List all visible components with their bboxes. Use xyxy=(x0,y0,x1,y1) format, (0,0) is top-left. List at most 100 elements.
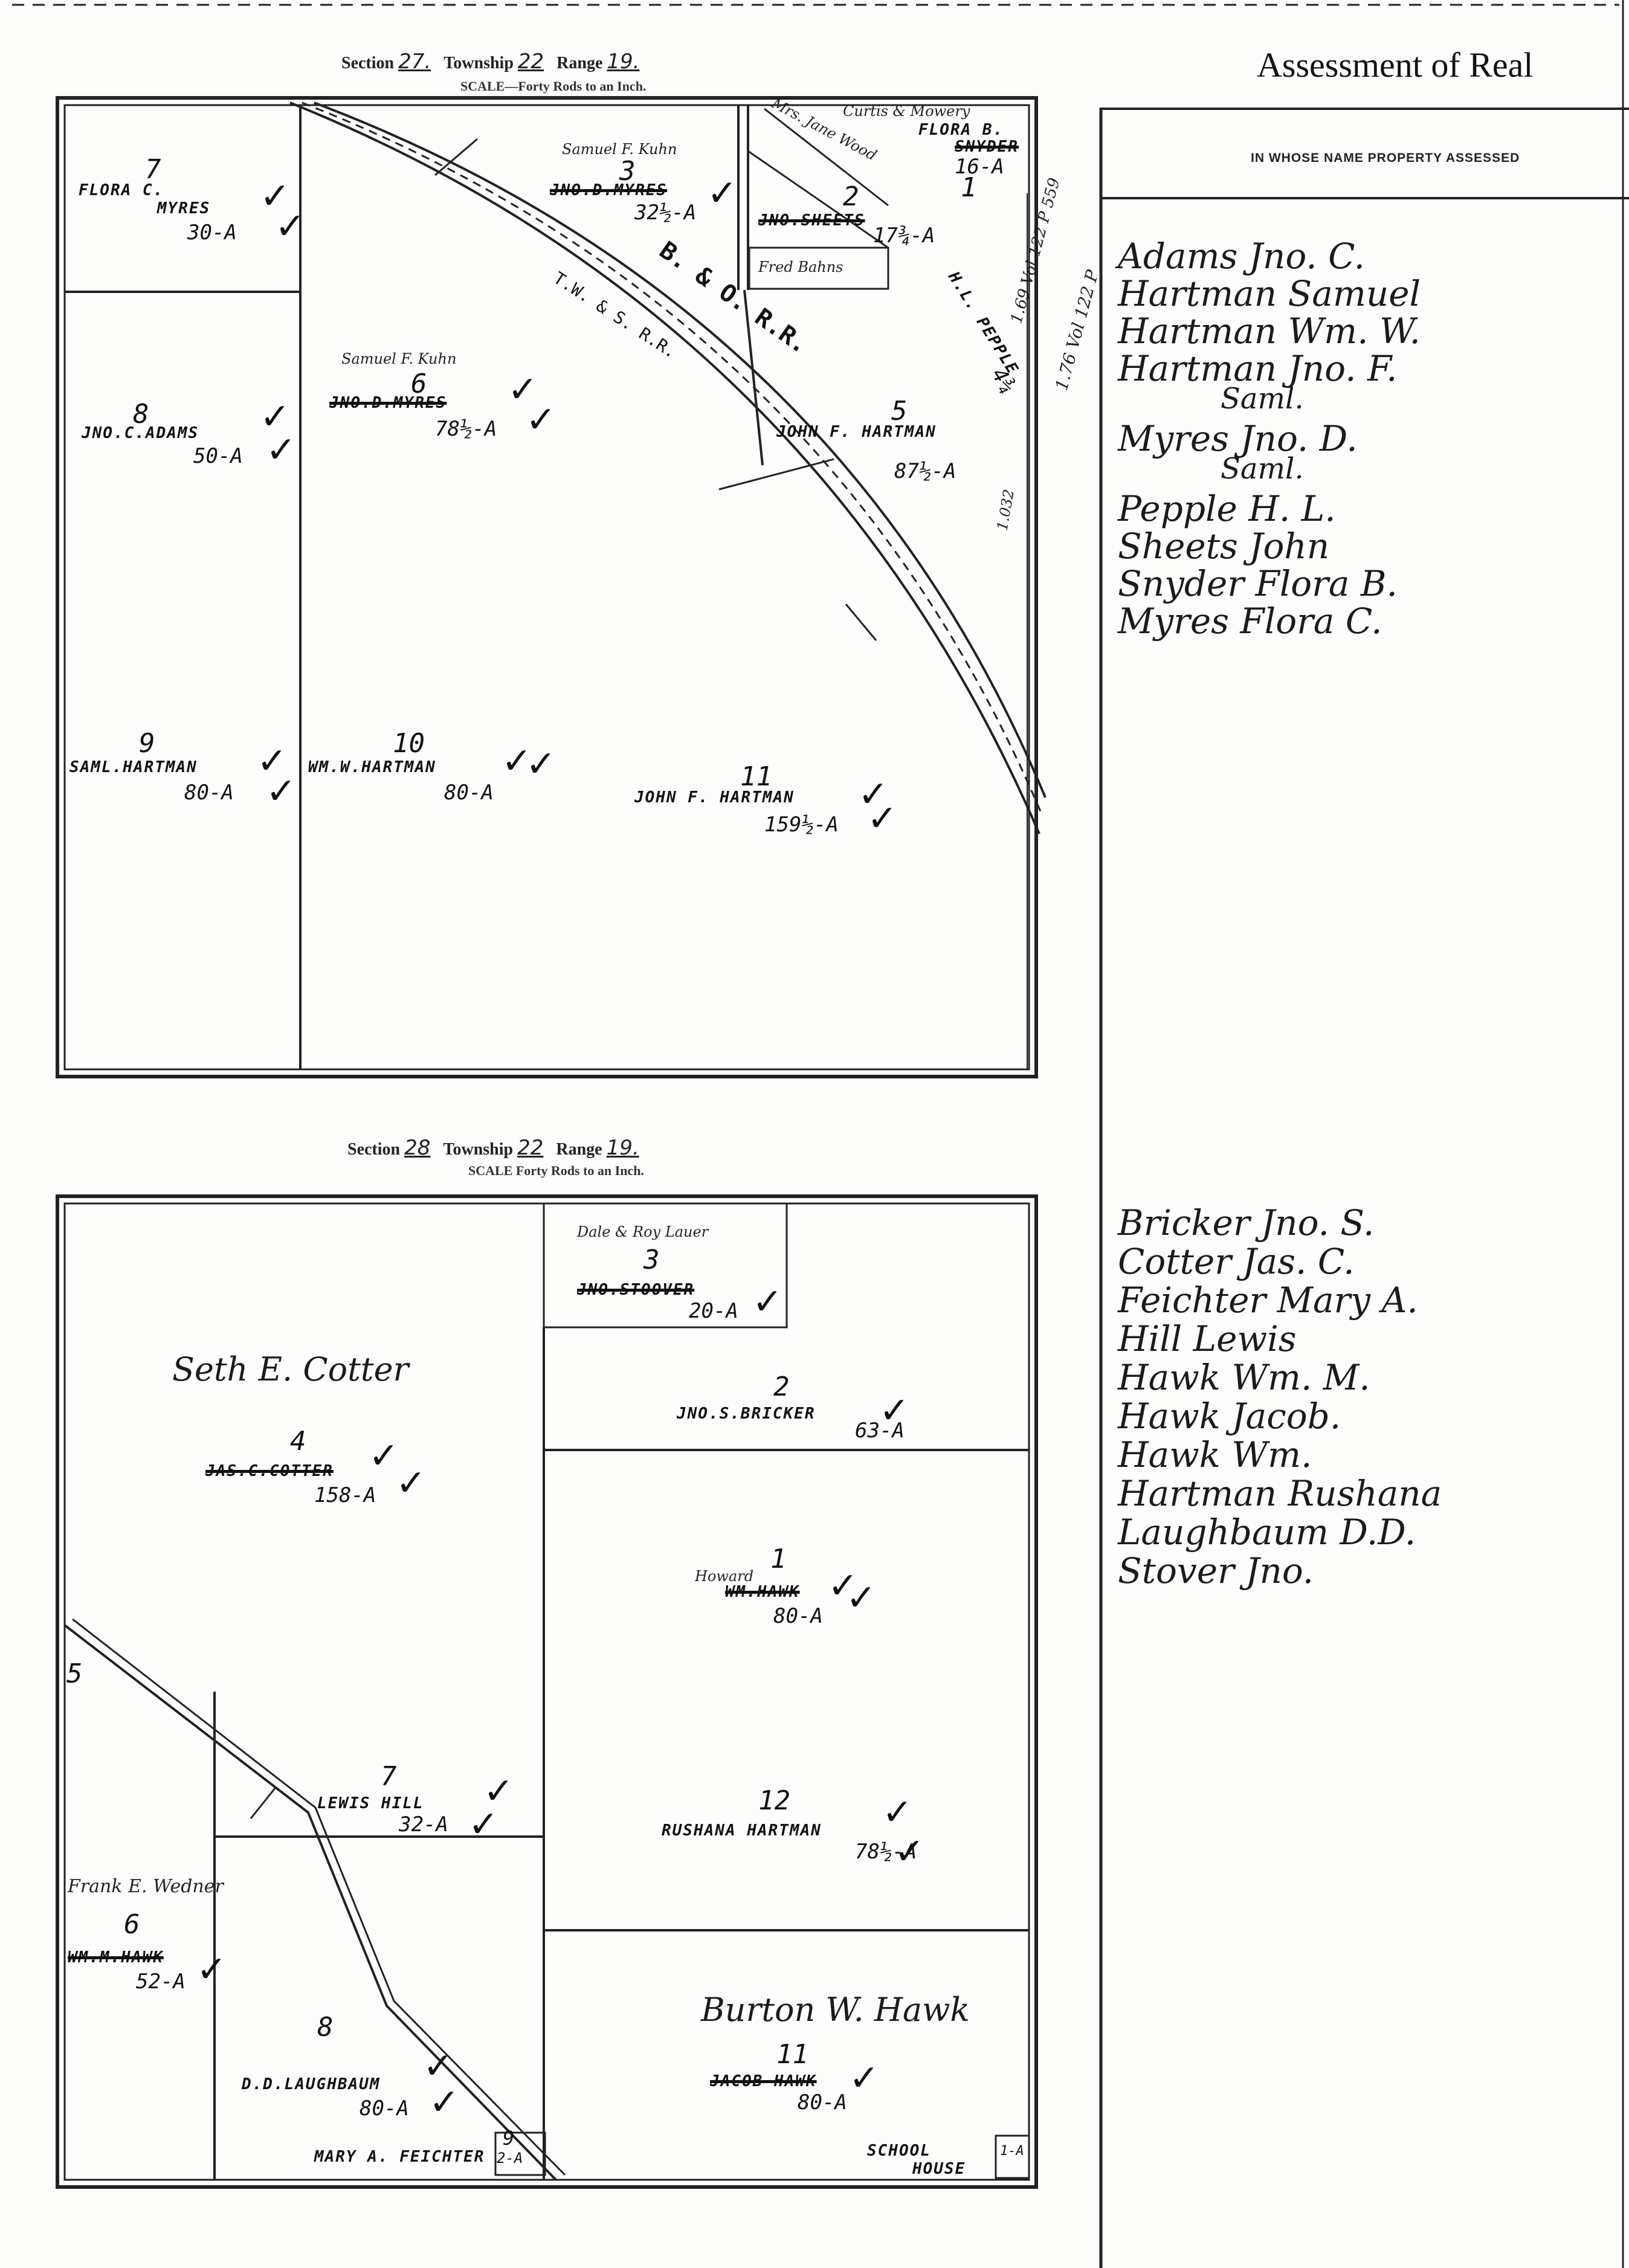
assessed-name: Stover Jno. xyxy=(1118,1550,1314,1591)
assessed-name: Saml. xyxy=(1221,452,1304,486)
s27-tract3-owner: JNO.D.MYRES xyxy=(550,181,668,199)
assessed-name: Myres Flora C. xyxy=(1118,601,1382,642)
assessed-name: Pepple H. L. xyxy=(1118,488,1336,529)
s28-tract1-no: 1 xyxy=(770,1544,787,1574)
assessed-name: Hartman Wm. W. xyxy=(1118,311,1421,352)
s28-tract4-acres: 158-A xyxy=(314,1483,376,1507)
assessed-name: Hartman Rushana xyxy=(1118,1473,1442,1514)
section28-section-label: Section xyxy=(347,1140,401,1159)
s27-tract1-owner2: SNYDER xyxy=(955,138,1019,156)
check-mark-icon: ✓ xyxy=(260,175,291,217)
section28-township-no: 22 xyxy=(517,1136,544,1160)
check-mark-icon: ✓ xyxy=(846,1577,877,1619)
s27-tract1-owner: FLORA B. xyxy=(918,121,1004,139)
s28-tract12-owner: RUSHANA HARTMAN xyxy=(662,1822,822,1840)
s27-tract7-owner: FLORA C. xyxy=(79,181,164,199)
s27-tract8-owner: JNO.C.ADAMS xyxy=(82,424,199,442)
s27-tract11-owner: JOHN F. HARTMAN xyxy=(634,788,795,807)
assessed-name: Bricker Jno. S. xyxy=(1118,1202,1375,1243)
names-list-section27: Adams Jno. C. Hartman Samuel Hartman Wm.… xyxy=(1118,236,1421,642)
s28-tract1-owner: WM.HAWK xyxy=(725,1583,800,1601)
s27-tract6-owner: JNO.D.MYRES xyxy=(329,394,447,412)
section27-township-no: 22 xyxy=(517,50,544,74)
check-mark-icon: ✓ xyxy=(707,172,738,214)
check-mark-icon: ✓ xyxy=(429,2081,460,2124)
check-mark-icon: ✓ xyxy=(257,740,288,782)
s28-tract7-no: 7 xyxy=(381,1761,397,1792)
s27-tract5-no: 5 xyxy=(891,396,908,427)
s28-tract9-no: 9 xyxy=(503,2127,515,2150)
s28-tract2-acres: 63-A xyxy=(855,1419,905,1443)
assessed-name: Feichter Mary A. xyxy=(1118,1280,1418,1321)
check-mark-icon: ✓ xyxy=(858,773,889,816)
assessed-name: Hartman Samuel xyxy=(1118,273,1421,314)
s28-tract11-acres: 80-A xyxy=(798,2090,847,2115)
s28-tract4-note: Seth E. Cotter xyxy=(172,1350,409,1388)
s27-tract10-acres: 80-A xyxy=(444,781,494,805)
s27-tract2-note: Fred Bahns xyxy=(758,259,844,275)
s27-tract6-no: 6 xyxy=(411,369,427,399)
s27-tract1-note: Curtis & Mowery xyxy=(843,103,970,120)
s28-tract3-note: Dale & Roy Lauer xyxy=(577,1223,709,1240)
check-mark-icon: ✓ xyxy=(526,743,556,785)
assessed-name: Myres Jno. D. xyxy=(1118,418,1358,459)
s28-tract12-acres: 78½-A xyxy=(855,1840,917,1864)
section27-range-no: 19. xyxy=(607,50,640,74)
s28-school-owner2: HOUSE xyxy=(912,2160,966,2178)
s27-tract6-acres: 78½-A xyxy=(435,417,497,441)
check-mark-icon: ✓ xyxy=(849,2057,880,2099)
check-mark-icon: ✓ xyxy=(508,369,538,411)
s27-tract11-acres: 159½-A xyxy=(764,813,839,837)
s27-tract10-owner: WM.W.HARTMAN xyxy=(308,758,436,776)
s27-tract9-acres: 80-A xyxy=(184,781,234,805)
s28-tract9-acres: 2-A xyxy=(497,2150,523,2167)
s28-tract3-no: 3 xyxy=(644,1245,660,1275)
section27-township-label: Township xyxy=(444,54,514,72)
check-mark-icon: ✓ xyxy=(879,1390,910,1432)
check-mark-icon: ✓ xyxy=(266,770,297,813)
s28-tract6-note: Frank E. Wedner xyxy=(68,1876,224,1897)
check-mark-icon: ✓ xyxy=(260,396,291,438)
s27-tract8-acres: 50-A xyxy=(193,444,243,468)
s28-tract7-owner: LEWIS HILL xyxy=(317,1794,424,1812)
s28-tract3-acres: 20-A xyxy=(689,1299,738,1323)
assessment-title: Assessment of Real xyxy=(1257,45,1534,85)
s28-school-acres: 1-A xyxy=(1000,2144,1024,2159)
s28-school-owner: SCHOOL xyxy=(867,2142,931,2160)
check-mark-icon: ✓ xyxy=(369,1435,399,1477)
check-mark-icon: ✓ xyxy=(396,1462,427,1504)
section28-range-label: Range xyxy=(556,1140,602,1159)
s27-tract2-no: 2 xyxy=(843,181,859,212)
s28-tract9-owner: MARY A. FEICHTER xyxy=(314,2148,485,2166)
s27-tract10-no: 10 xyxy=(393,728,425,759)
s27-tract1-acres: 16-A xyxy=(955,155,1004,179)
s28-tract1-acres: 80-A xyxy=(773,1604,823,1628)
s27-tract7-no: 7 xyxy=(145,154,161,185)
check-mark-icon: ✓ xyxy=(266,429,297,471)
check-mark-icon: ✓ xyxy=(882,1791,913,1834)
assessed-name: Laughbaum D.D. xyxy=(1118,1512,1416,1553)
assessed-name: Hartman Jno. F. xyxy=(1118,348,1398,389)
s27-tract9-owner: SAML.HARTMAN xyxy=(69,758,198,776)
check-mark-icon: ✓ xyxy=(483,1770,514,1812)
s27-tract3-note: Samuel F. Kuhn xyxy=(562,141,677,158)
section27-range-label: Range xyxy=(556,54,603,72)
s28-tract6-no: 6 xyxy=(124,1909,140,1940)
s27-tract6-note: Samuel F. Kuhn xyxy=(341,350,457,367)
s27-tract5-acres: 87½-A xyxy=(894,459,956,483)
s28-tract1-note: Howard xyxy=(695,1568,754,1585)
s28-tract11-no: 11 xyxy=(776,2039,808,2070)
check-mark-icon: ✓ xyxy=(526,399,556,441)
check-mark-icon: ✓ xyxy=(275,205,306,248)
check-mark-icon: ✓ xyxy=(502,740,532,782)
s27-tract7-owner2: MYRES xyxy=(157,199,211,217)
section27-scale: SCALE—Forty Rods to an Inch. xyxy=(460,79,647,94)
s28-tract8-no: 8 xyxy=(317,2012,334,2043)
check-mark-icon: ✓ xyxy=(468,1803,499,1846)
s28-tract2-owner: JNO.S.BRICKER xyxy=(677,1405,816,1423)
assessed-name: Cotter Jas. C. xyxy=(1118,1241,1355,1282)
assessed-name: Snyder Flora B. xyxy=(1118,563,1398,604)
assessed-name: Sheets John xyxy=(1118,526,1330,567)
section27-section-no: 27. xyxy=(398,50,431,74)
